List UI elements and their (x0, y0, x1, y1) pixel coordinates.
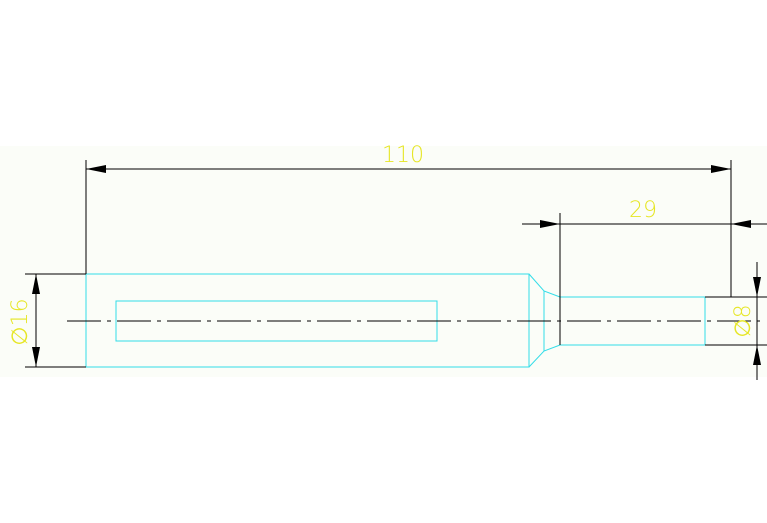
part-outline (85, 273, 706, 368)
small-diameter-label: ∅8 (731, 304, 756, 337)
dimension-lines (25, 160, 767, 380)
small-shaft-body (560, 296, 706, 346)
large-diameter-label: ∅16 (8, 298, 33, 345)
small-end-length-label: 29 (629, 198, 657, 223)
arrow-small-dia-bottom (753, 345, 761, 365)
arrowheads (32, 165, 761, 367)
arrow-overall-right (711, 165, 731, 173)
arrow-overall-left (86, 165, 106, 173)
drawing-canvas (0, 146, 767, 377)
arrow-large-dia-top (32, 274, 40, 294)
arrow-large-dia-bottom (32, 347, 40, 367)
arrow-small-right (731, 220, 751, 228)
overall-length-label: 110 (382, 143, 424, 168)
arrow-small-dia-top (753, 277, 761, 297)
arrow-small-left (540, 220, 560, 228)
